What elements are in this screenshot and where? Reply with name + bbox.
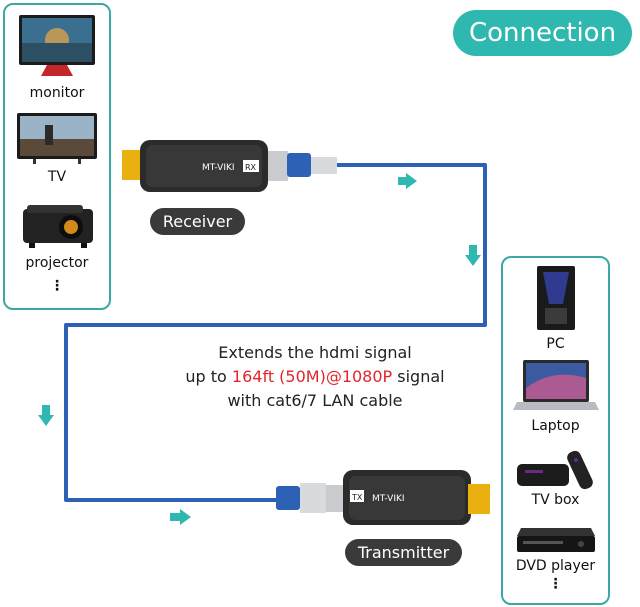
- receiver-rx-tag: RX: [245, 163, 257, 172]
- laptop-icon: [513, 360, 599, 410]
- source-item-dvd-player: DVD player: [503, 520, 608, 590]
- receiver-device: MT-VIKI RX: [122, 140, 337, 192]
- transmitter-tx-tag: TX: [351, 493, 363, 502]
- connection-badge: Connection: [453, 10, 632, 56]
- transmitter-device-text: MT-VIKI: [372, 494, 405, 504]
- device-label-monitor: monitor: [29, 85, 85, 101]
- dvd-player-icon: [517, 528, 595, 552]
- source-item-pc: PC: [503, 264, 608, 354]
- receiver-label: Receiver: [150, 208, 245, 235]
- source-item-tv-box: TV box: [503, 448, 608, 518]
- pc-tower-icon: [537, 266, 575, 330]
- source-devices-panel: PC Laptop TV box DVD player ⋮: [501, 256, 610, 605]
- arrow-right-icon: [170, 509, 191, 525]
- source-item-laptop: Laptop: [503, 356, 608, 436]
- tv-icon: [17, 113, 97, 164]
- output-item-tv: TV: [5, 111, 109, 191]
- tv-box-icon: [517, 450, 593, 490]
- output-devices-panel: monitor TV projector ⋮: [3, 3, 111, 310]
- device-label-laptop: Laptop: [531, 418, 580, 434]
- projector-icon: [23, 205, 93, 248]
- arrow-right-icon: [398, 173, 417, 189]
- arrow-down-icon: [38, 405, 54, 426]
- device-label-projector: projector: [25, 255, 89, 271]
- device-label-dvd-player: DVD player: [515, 558, 596, 574]
- info-text: Extends the hdmi signal up to 164ft (50M…: [150, 341, 480, 413]
- receiver-device-text: MT-VIKI: [202, 163, 235, 173]
- monitor-icon: [19, 15, 95, 76]
- info-line-2: up to 164ft (50M)@1080P signal: [150, 365, 480, 389]
- device-label-pc: PC: [546, 336, 565, 352]
- transmitter-label: Transmitter: [345, 539, 462, 566]
- output-item-monitor: monitor: [5, 13, 109, 103]
- transmitter-device: TX MT-VIKI: [276, 470, 490, 525]
- output-item-projector: projector: [5, 201, 109, 281]
- info-line-2-prefix: up to: [185, 367, 232, 386]
- info-highlight-range: 164ft (50M)@1080P: [231, 367, 393, 386]
- info-line-3: with cat6/7 LAN cable: [227, 391, 403, 410]
- more-devices-dots: ⋮: [50, 278, 64, 294]
- more-sources-dots: ⋮: [548, 576, 563, 592]
- device-label-tv-box: TV box: [531, 492, 580, 508]
- lan-cable: [64, 163, 487, 502]
- info-line-2-suffix: signal: [392, 367, 445, 386]
- device-label-tv: TV: [47, 169, 67, 185]
- info-line-1: Extends the hdmi signal: [218, 343, 412, 362]
- arrow-down-icon: [465, 245, 481, 266]
